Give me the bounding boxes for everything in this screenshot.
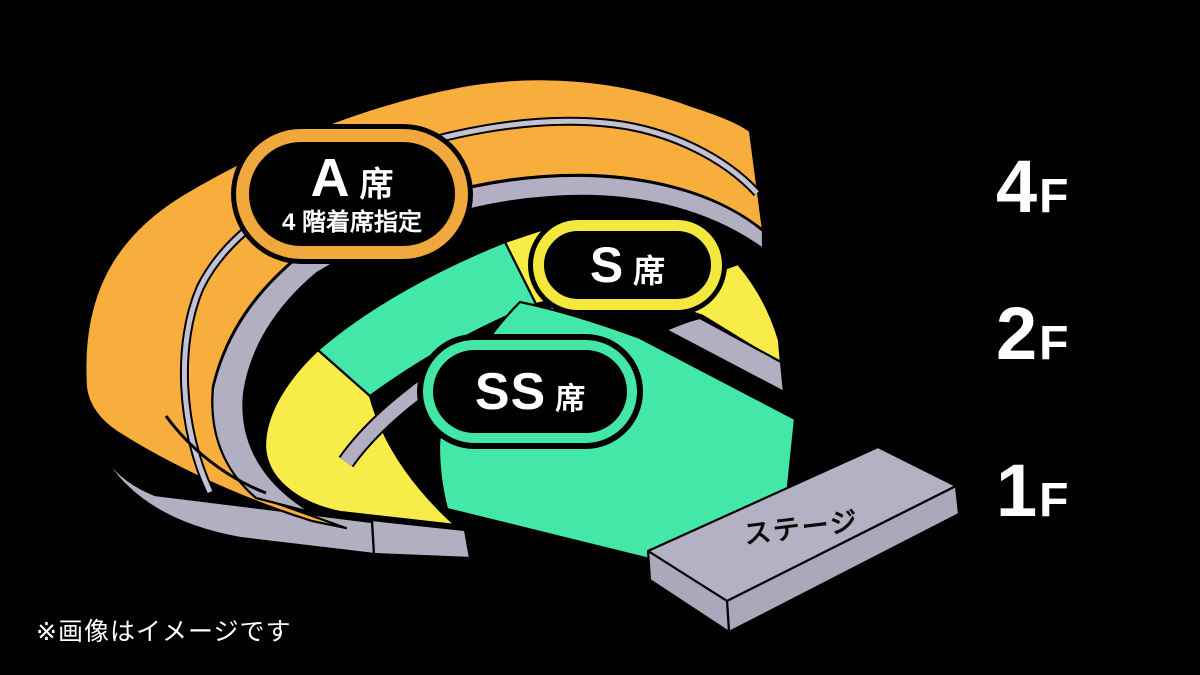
floor-2f-number: 2 — [996, 292, 1038, 375]
floor-4f-letter: F — [1039, 170, 1069, 223]
base-platform-right — [370, 518, 472, 560]
a-seat-word-text: 席 — [359, 166, 394, 205]
s-seat-word-text: 席 — [633, 253, 666, 289]
floor-label-4f: 4 F — [996, 150, 1068, 224]
floor-1f-number: 1 — [996, 449, 1038, 532]
tier-4f-gray-edge — [211, 174, 765, 514]
floor-4f-number: 4 — [996, 145, 1038, 228]
disclaimer-note: ※画像はイメージです — [36, 618, 292, 646]
stage-left-face — [646, 549, 731, 634]
s-seat-badge: S 席 — [533, 220, 722, 310]
ss-seat-badge: SS 席 — [423, 340, 637, 443]
a-seat-badge: A 席 4 階着席指定 — [236, 129, 468, 259]
a-seat-badge-title: A 席 — [311, 151, 394, 205]
floor-2f-letter: F — [1039, 317, 1069, 370]
s-seat-grade-text: S — [589, 237, 625, 293]
ss-seat-grade-text: SS — [474, 362, 547, 421]
tier-4f-subdivision-line — [164, 415, 267, 495]
floor-label-2f: 2 F — [996, 297, 1068, 371]
s-seat-badge-title: S 席 — [590, 240, 665, 290]
a-seat-grade-text: A — [310, 148, 351, 209]
ss-seat-word-text: 席 — [555, 382, 586, 416]
base-platform-left — [82, 384, 376, 556]
floor-label-1f: 1 F — [996, 454, 1068, 528]
floor-1f-letter: F — [1039, 474, 1069, 527]
ss-seat-badge-title: SS 席 — [475, 366, 585, 418]
tier-2f-right-wing-gray-edge — [664, 316, 786, 394]
a-seat-badge-subtitle: 4 階着席指定 — [281, 209, 422, 237]
